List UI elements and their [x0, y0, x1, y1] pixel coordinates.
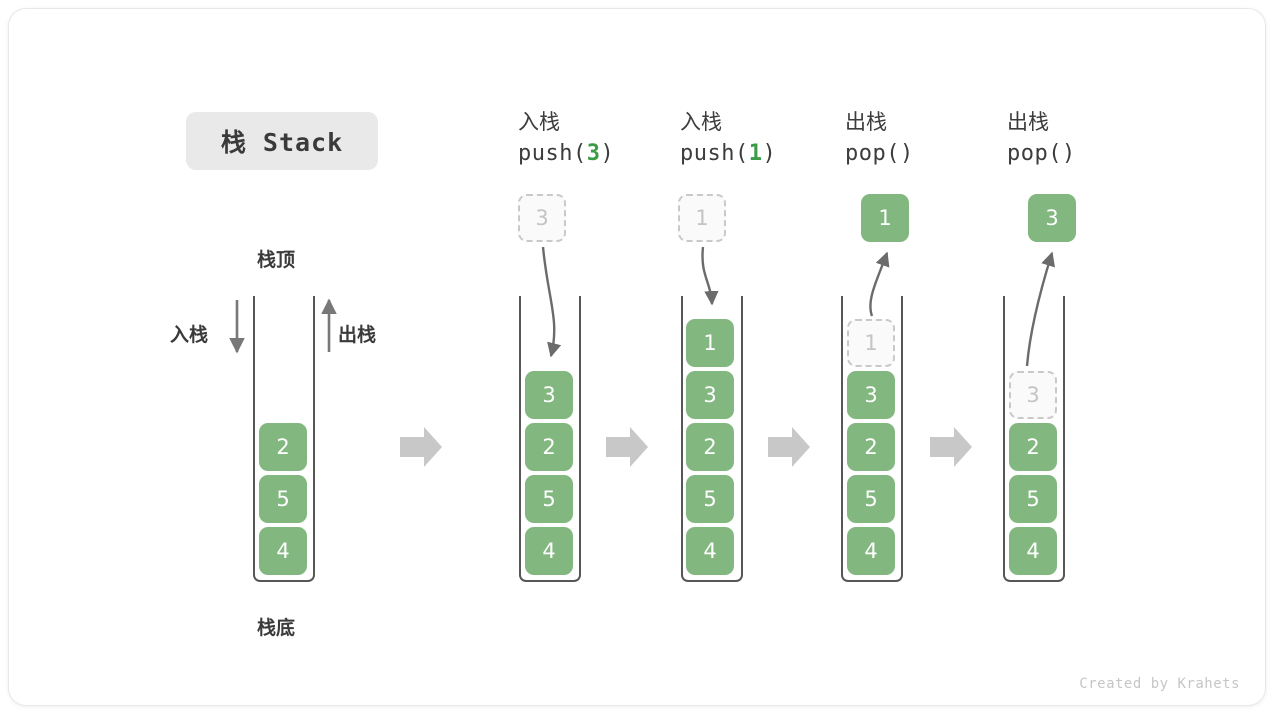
stack-cell: 2 — [259, 423, 307, 471]
code-suffix: ) — [762, 140, 777, 166]
code-number: 3 — [586, 140, 601, 166]
column-header-cn: 出栈 — [845, 110, 887, 134]
stack-bottom-label: 栈底 — [257, 617, 296, 639]
column-header-cn: 入栈 — [518, 110, 560, 134]
column-header-push-1: 入栈 push(1) — [680, 108, 830, 169]
column-header-code: pop() — [845, 138, 995, 169]
code-prefix: pop( — [845, 140, 900, 166]
stack-container-initial — [253, 296, 315, 582]
code-suffix: ) — [899, 140, 914, 166]
code-prefix: push( — [518, 140, 587, 166]
column-header-code: push(1) — [680, 138, 830, 169]
stack-cell: 3 — [847, 371, 895, 419]
stack-ghost-cell: 1 — [847, 319, 895, 367]
stack-top-label: 栈顶 — [257, 249, 296, 271]
push-direction-label: 入栈 — [170, 324, 209, 346]
stack-cell: 4 — [1009, 527, 1057, 575]
external-popped-cell: 1 — [861, 194, 909, 242]
column-header-push-3: 入栈 push(3) — [518, 108, 668, 169]
column-header-code: pop() — [1007, 138, 1157, 169]
external-popped-cell: 3 — [1028, 194, 1076, 242]
column-header-pop-3: 出栈 pop() — [1007, 108, 1157, 169]
credit-text: Created by Krahets — [1079, 676, 1240, 692]
stack-cell: 5 — [686, 475, 734, 523]
stack-cell: 2 — [525, 423, 573, 471]
stack-container-push-1 — [681, 296, 743, 582]
stack-cell: 5 — [847, 475, 895, 523]
stack-cell: 4 — [259, 527, 307, 575]
column-header-cn: 入栈 — [680, 110, 722, 134]
stack-container-push-3 — [519, 296, 581, 582]
stack-cell: 4 — [847, 527, 895, 575]
code-suffix: ) — [600, 140, 615, 166]
stack-cell: 4 — [686, 527, 734, 575]
external-ghost-cell: 1 — [678, 194, 726, 242]
stack-ghost-cell: 3 — [1009, 371, 1057, 419]
stack-cell: 1 — [686, 319, 734, 367]
stack-container-pop-1 — [841, 296, 903, 582]
stack-cell: 2 — [686, 423, 734, 471]
diagram-title-chip: 栈 Stack — [186, 112, 378, 170]
code-prefix: push( — [680, 140, 749, 166]
code-number: 1 — [748, 140, 763, 166]
column-header-pop-1: 出栈 pop() — [845, 108, 995, 169]
code-prefix: pop( — [1007, 140, 1062, 166]
stack-cell: 5 — [525, 475, 573, 523]
stack-cell: 5 — [1009, 475, 1057, 523]
stack-cell: 3 — [525, 371, 573, 419]
stack-cell: 3 — [686, 371, 734, 419]
code-suffix: ) — [1061, 140, 1076, 166]
column-header-cn: 出栈 — [1007, 110, 1049, 134]
column-header-code: push(3) — [518, 138, 668, 169]
pop-direction-label: 出栈 — [338, 324, 377, 346]
stack-cell: 2 — [847, 423, 895, 471]
stack-container-pop-3 — [1003, 296, 1065, 582]
stack-cell: 4 — [525, 527, 573, 575]
external-ghost-cell: 3 — [518, 194, 566, 242]
stack-cell: 5 — [259, 475, 307, 523]
stack-cell: 2 — [1009, 423, 1057, 471]
